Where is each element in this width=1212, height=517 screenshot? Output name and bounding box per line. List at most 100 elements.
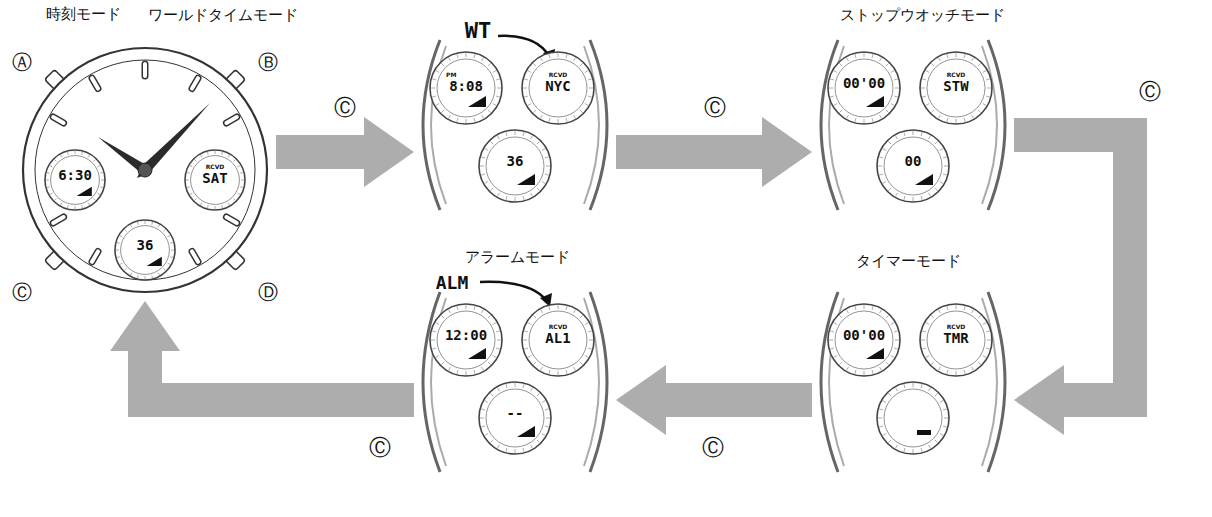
button-label: Ⓒ — [1139, 77, 1161, 107]
scale-tick — [872, 370, 873, 374]
scale-tick — [474, 118, 475, 122]
status-indicator: RCVD — [947, 72, 966, 79]
hour-marker-inner — [92, 251, 98, 261]
scale-tick — [864, 305, 865, 309]
scale-tick — [488, 315, 491, 318]
hour-marker — [92, 78, 98, 88]
scale-tick — [580, 110, 583, 113]
digital-readout: STW — [943, 79, 968, 94]
scale-tick — [872, 306, 873, 310]
scale-tick — [221, 152, 223, 155]
button-label: Ⓒ — [369, 433, 391, 463]
scale-tick — [431, 88, 435, 89]
scale-tick — [542, 401, 545, 403]
scale-tick — [931, 63, 934, 66]
scale-tick — [585, 323, 588, 325]
scale-tick — [441, 315, 444, 318]
subdial-ring — [185, 150, 245, 210]
hour-marker-inner — [92, 78, 98, 88]
scale-tick — [830, 79, 834, 80]
scale-tick — [931, 110, 934, 113]
scale-tick — [558, 305, 559, 309]
scale-tick — [75, 206, 76, 209]
scale-tick — [531, 193, 533, 196]
scale-tick — [855, 370, 856, 374]
scale-tick — [457, 54, 458, 58]
scale-tick — [151, 275, 153, 278]
scale-tick — [457, 370, 458, 374]
scale-tick — [93, 198, 95, 200]
watch-face: 時刻モード6:30RCVDSAT36 — [20, 45, 270, 295]
watch-face: タイマーモード00'00RCVDTMR — [818, 292, 1008, 472]
scale-tick — [956, 305, 957, 309]
digital-readout: TMR — [943, 331, 968, 346]
scale-tick — [879, 409, 883, 410]
scale-tick — [940, 434, 943, 436]
mode-title: アラームモード — [465, 248, 570, 267]
scale-tick — [490, 393, 493, 396]
watch-face: ワールドタイムモードPM8:08RCVDNYC36 — [420, 40, 610, 210]
scale-tick — [878, 166, 882, 167]
scale-tick — [956, 53, 957, 57]
scale-tick — [983, 323, 986, 325]
scale-tick — [986, 331, 990, 332]
scale-tick — [929, 136, 931, 139]
scale-tick — [497, 340, 501, 341]
subdial-ring — [828, 304, 900, 376]
scale-tick — [883, 434, 886, 436]
scale-tick — [474, 54, 475, 58]
scale-tick — [566, 118, 567, 122]
scale-tick — [431, 340, 435, 341]
scale-tick — [978, 362, 981, 365]
scale-tick — [880, 115, 882, 118]
mode-arrow — [276, 135, 364, 169]
scale-tick — [506, 196, 507, 200]
scale-tick — [891, 104, 894, 106]
subdial-ring — [877, 382, 949, 454]
subdial-inner-ring — [51, 156, 100, 205]
subdial-inner-ring — [927, 311, 985, 369]
scale-tick — [972, 58, 974, 61]
digital-readout: 8:08 — [449, 79, 483, 94]
scale-tick — [541, 58, 543, 61]
scale-tick — [523, 384, 524, 388]
scale-tick — [545, 174, 549, 175]
scale-tick — [894, 96, 898, 97]
scale-tick — [515, 131, 516, 135]
scale-tick — [137, 275, 139, 278]
scale-tick — [558, 53, 559, 57]
hand-cap — [138, 163, 152, 177]
scale-tick — [436, 323, 439, 325]
scale-tick — [864, 53, 865, 57]
scale-tick — [939, 367, 941, 370]
subdial-display: 36 — [113, 218, 177, 282]
scale-tick — [441, 362, 444, 365]
scale-tick — [943, 426, 947, 427]
scale-tick — [904, 384, 905, 388]
display-text-group: PM8:08 — [428, 50, 504, 126]
scale-tick — [983, 104, 986, 106]
scale-tick — [545, 409, 549, 410]
scale-tick — [830, 331, 834, 332]
scale-tick — [888, 188, 891, 191]
scale-tick — [457, 306, 458, 310]
scale-tick — [436, 71, 439, 73]
subdial-display: 00'00 — [826, 302, 902, 378]
scale-tick — [488, 63, 491, 66]
hour-marker — [192, 251, 198, 261]
status-indicator: RCVD — [206, 164, 225, 171]
scale-tick — [233, 198, 235, 200]
leader-line — [498, 36, 549, 56]
scale-tick — [886, 362, 889, 365]
scale-tick — [943, 174, 947, 175]
digital-readout: 12:00 — [445, 328, 487, 343]
scale-tick — [921, 196, 922, 200]
scale-tick — [926, 104, 929, 106]
scale-tick — [98, 166, 101, 167]
scale-tick — [883, 149, 886, 151]
bezel — [35, 60, 255, 280]
scale-tick — [523, 196, 524, 200]
scale-tick — [895, 340, 899, 341]
scale-tick — [558, 371, 559, 375]
subdial-inner-ring — [191, 156, 240, 205]
